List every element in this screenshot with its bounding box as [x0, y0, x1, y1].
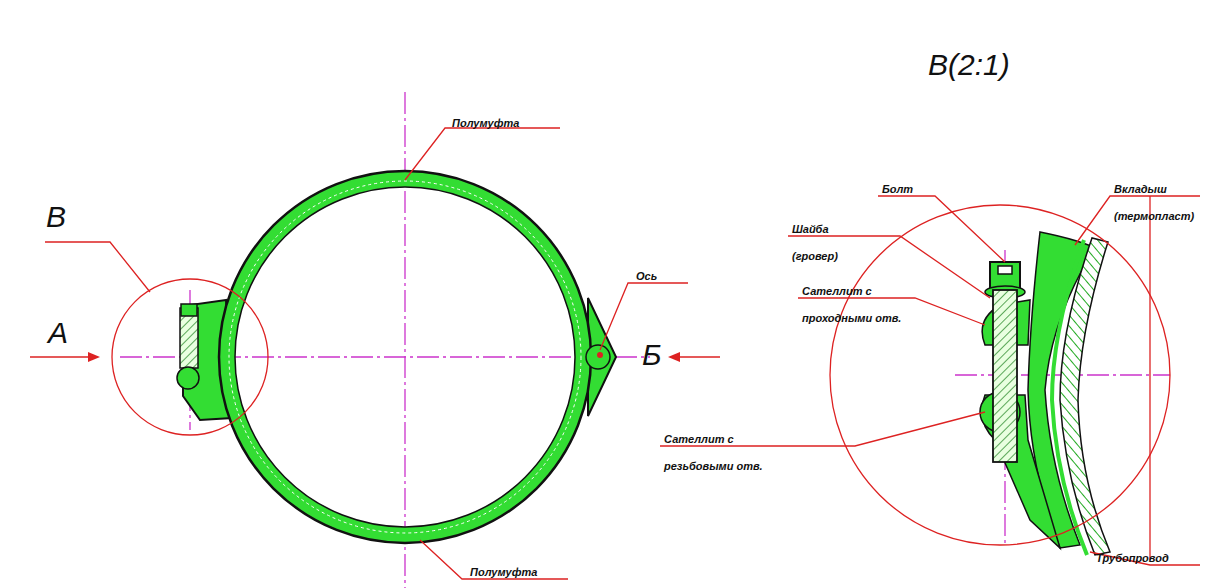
- part-name: Сателлит с резьбовыми отв.: [664, 426, 779, 480]
- part-name: Полумуфта: [470, 559, 537, 586]
- detail-title: В(2:1): [928, 48, 1010, 82]
- part-name: Полумуфта: [452, 110, 519, 137]
- view-letter: А: [48, 316, 68, 350]
- view-letter: Б: [642, 338, 662, 372]
- part-name: Вкладыш (термопласт): [1114, 176, 1200, 230]
- part-name: Сателлит с проходными отв.: [802, 278, 917, 332]
- part-name: Трубопровод: [1096, 545, 1169, 572]
- view-letter: В: [46, 200, 66, 234]
- part-name: Шайба (гровер): [792, 216, 854, 270]
- part-name: Ось: [636, 263, 657, 290]
- part-name: Болт: [882, 176, 913, 203]
